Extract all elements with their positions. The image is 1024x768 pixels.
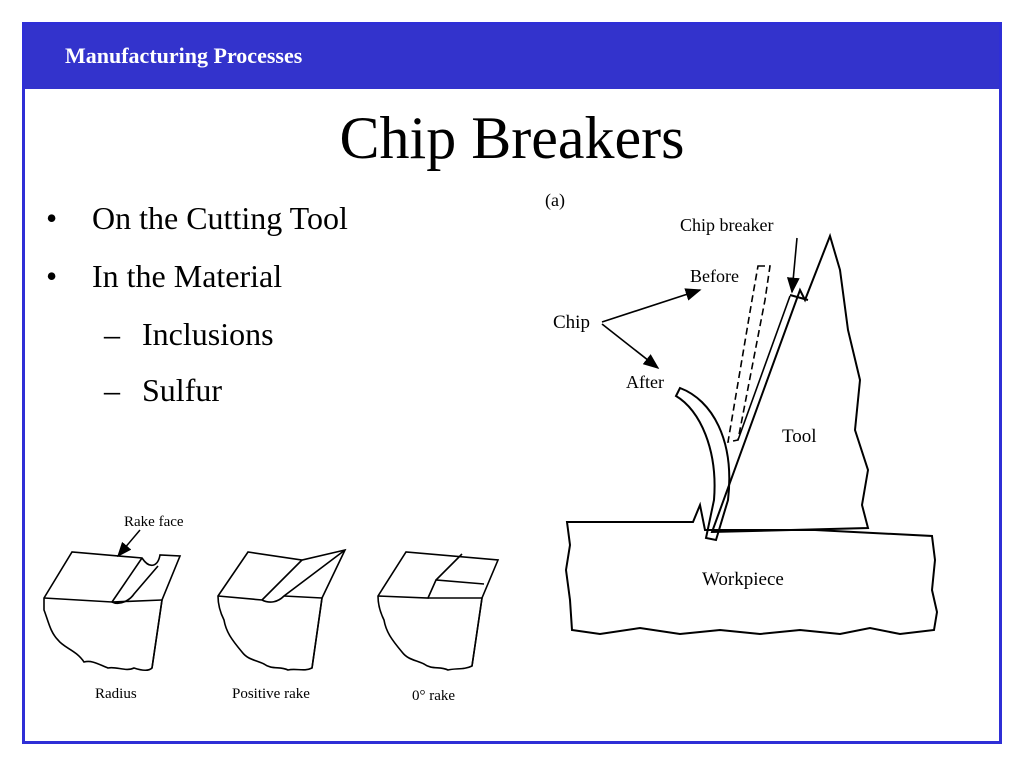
sub-bullet-item: –Inclusions [104, 316, 274, 353]
bullet-text: In the Material [92, 258, 283, 294]
radius-profile [43, 551, 182, 672]
slide-title: Chip Breakers [339, 105, 685, 171]
before-label: Before [690, 266, 739, 286]
slide-frame: Manufacturing Processes [22, 22, 1002, 744]
sub-bullet-text: Inclusions [142, 316, 274, 352]
bullet-item: • On the Cutting Tool [46, 200, 348, 237]
workpiece-label: Workpiece [702, 569, 784, 590]
rake-face-label: Rake face [124, 514, 184, 530]
sub-bullet-marker: – [104, 316, 120, 352]
bullet-marker: • [46, 258, 58, 294]
bullet-marker: • [46, 200, 58, 236]
header-bar: Manufacturing Processes [25, 25, 999, 89]
panel-label: (a) [545, 190, 565, 211]
chip-breaker-label: Chip breaker [680, 215, 773, 235]
positive-rake-caption: Positive rake [232, 686, 310, 702]
sub-bullet-marker: – [104, 372, 120, 408]
zero-rake-caption: 0° rake [412, 688, 455, 704]
chip-label: Chip [553, 312, 590, 333]
bullet-text: On the Cutting Tool [92, 200, 348, 236]
chip-after-shape [674, 386, 731, 542]
bullet-item: • In the Material [46, 258, 282, 295]
tool-label: Tool [782, 426, 817, 447]
zero-rake-profile [377, 551, 500, 671]
sub-bullet-text: Sulfur [142, 372, 222, 408]
header-title: Manufacturing Processes [65, 43, 303, 68]
after-label: After [626, 372, 664, 392]
positive-rake-profile [217, 548, 347, 671]
sub-bullet-item: –Sulfur [104, 372, 222, 409]
radius-caption: Radius [95, 686, 137, 702]
